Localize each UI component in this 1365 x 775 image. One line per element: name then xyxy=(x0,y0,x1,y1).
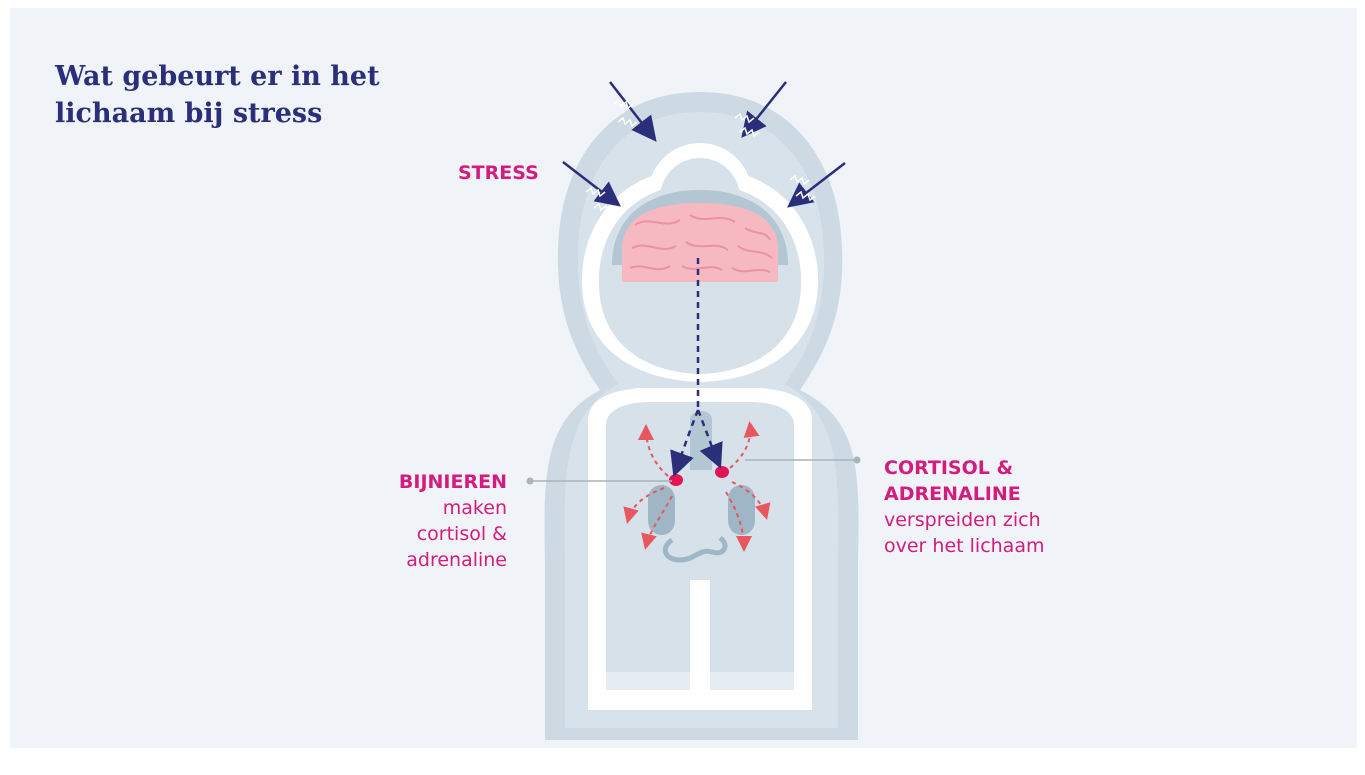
stress-label: STRESS xyxy=(458,160,539,186)
cortisol-label: CORTISOL & ADRENALINE verspreiden zich o… xyxy=(884,455,1044,559)
brain xyxy=(622,203,778,282)
bijnieren-heading: BIJNIEREN xyxy=(399,469,507,495)
bijnieren-line-2: cortisol & xyxy=(399,521,507,547)
bijnieren-line-1: maken xyxy=(399,495,507,521)
cortisol-heading-1: CORTISOL & xyxy=(884,455,1044,481)
cortisol-line-2: over het lichaam xyxy=(884,533,1044,559)
bijnieren-line-3: adrenaline xyxy=(399,547,507,573)
cortisol-line-1: verspreiden zich xyxy=(884,507,1044,533)
stress-heading: STRESS xyxy=(458,160,539,186)
bijnieren-label: BIJNIEREN maken cortisol & adrenaline xyxy=(399,469,507,573)
cortisol-heading-2: ADRENALINE xyxy=(884,481,1044,507)
